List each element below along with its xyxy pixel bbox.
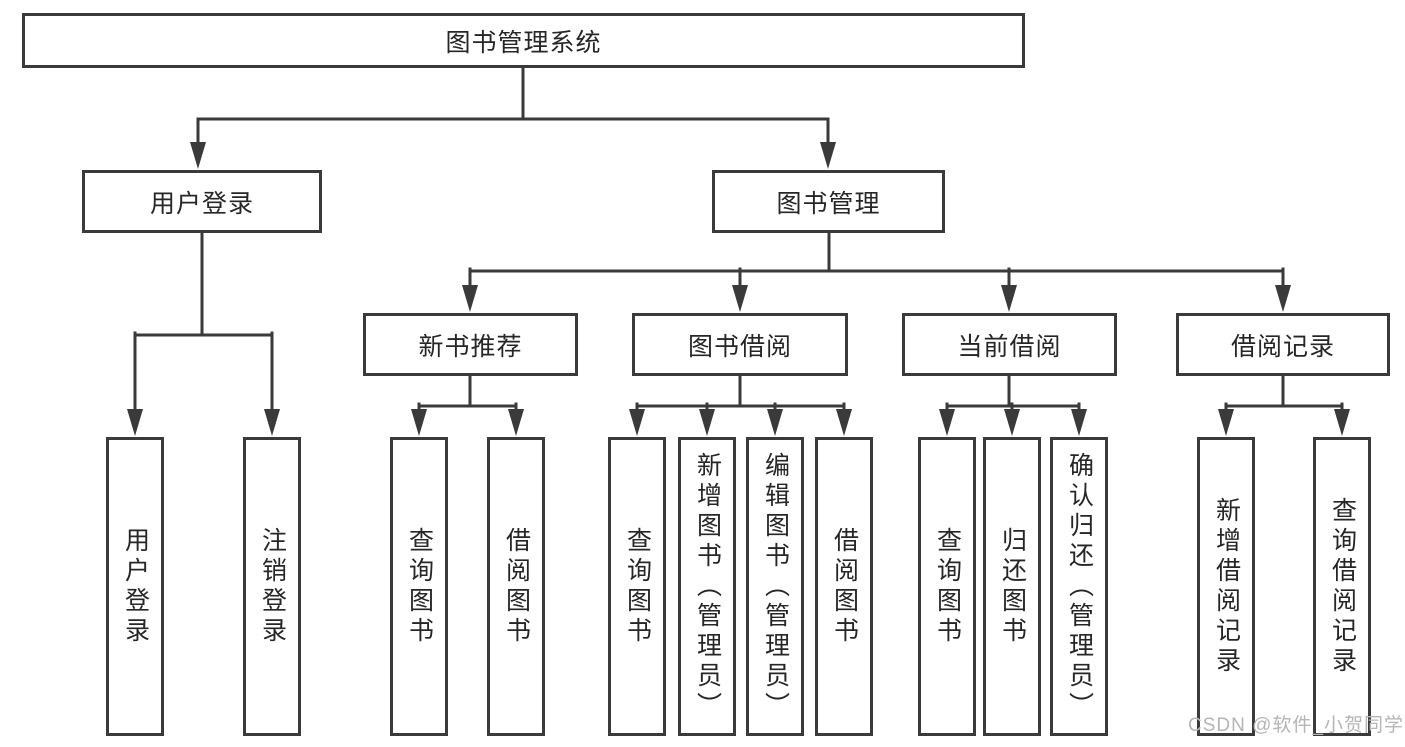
leaf-br-query-record-label: 查询借阅记录 [1328, 496, 1357, 677]
leaf-user-login: 用户登录 [106, 437, 164, 736]
node-new-book-recommend: 新书推荐 [363, 313, 578, 376]
leaf-bb-query-book-label: 查询图书 [623, 526, 652, 647]
leaf-bb-add-book-admin: 新增图书（管理员） [678, 437, 736, 736]
leaf-cb-return-book: 归还图书 [983, 437, 1041, 736]
node-root-label: 图书管理系统 [445, 28, 602, 57]
leaf-bb-edit-book-admin: 编辑图书（管理员） [746, 437, 804, 736]
node-root-system: 图书管理系统 [22, 13, 1025, 68]
node-borrow-records: 借阅记录 [1176, 313, 1390, 376]
leaf-bb-add-book-admin-label: 新增图书（管理员） [693, 451, 722, 722]
leaf-br-query-record: 查询借阅记录 [1313, 437, 1371, 736]
leaf-bb-borrow-book-label: 借阅图书 [830, 526, 859, 647]
leaf-nb-query-book-label: 查询图书 [405, 526, 434, 647]
leaf-nb-query-book: 查询图书 [390, 437, 448, 736]
leaf-br-add-record: 新增借阅记录 [1197, 437, 1255, 736]
leaf-bb-borrow-book: 借阅图书 [815, 437, 873, 736]
node-book-management: 图书管理 [712, 170, 945, 233]
leaf-nb-borrow-book: 借阅图书 [487, 437, 545, 736]
leaf-bb-edit-book-admin-label: 编辑图书（管理员） [761, 451, 790, 722]
leaf-cb-confirm-return-admin-label: 确认归还（管理员） [1065, 451, 1094, 722]
csdn-watermark: CSDN @软件_小贺同学 [1188, 715, 1404, 736]
node-new-book-recommend-label: 新书推荐 [418, 332, 523, 361]
leaf-logout: 注销登录 [243, 437, 301, 736]
leaf-cb-return-book-label: 归还图书 [998, 526, 1027, 647]
leaf-logout-label: 注销登录 [258, 526, 287, 647]
leaf-nb-borrow-book-label: 借阅图书 [502, 526, 531, 647]
leaf-user-login-label: 用户登录 [121, 526, 150, 647]
node-book-borrow-label: 图书借阅 [687, 332, 792, 361]
leaf-br-add-record-label: 新增借阅记录 [1212, 496, 1241, 677]
node-user-login: 用户登录 [82, 170, 322, 233]
leaf-bb-query-book: 查询图书 [608, 437, 666, 736]
node-book-borrow: 图书借阅 [632, 313, 848, 376]
node-book-management-label: 图书管理 [776, 189, 881, 218]
node-current-borrow-label: 当前借阅 [957, 332, 1062, 361]
node-user-login-label: 用户登录 [149, 189, 254, 218]
leaf-cb-query-book: 查询图书 [918, 437, 976, 736]
node-borrow-records-label: 借阅记录 [1230, 332, 1335, 361]
leaf-cb-confirm-return-admin: 确认归还（管理员） [1050, 437, 1108, 736]
node-current-borrow: 当前借阅 [902, 313, 1117, 376]
leaf-cb-query-book-label: 查询图书 [933, 526, 962, 647]
